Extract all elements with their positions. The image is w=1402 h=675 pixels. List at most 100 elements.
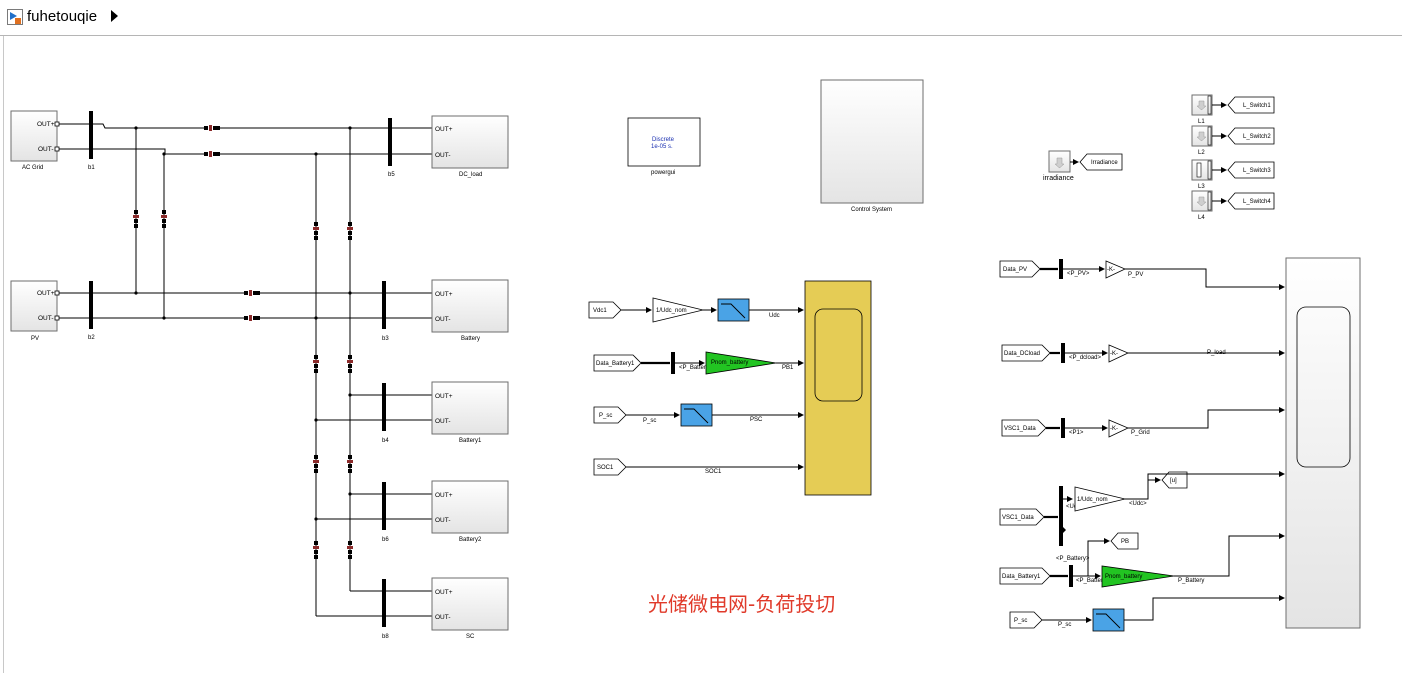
svg-text:Battery1: Battery1 [459,438,482,444]
svg-text:P_Battery: P_Battery [1178,578,1204,584]
svg-text:VSC1_Data: VSC1_Data [1004,426,1036,432]
svg-text:OUT-: OUT- [38,146,54,153]
svg-text:b1: b1 [88,165,95,171]
svg-text:Irradiance: Irradiance [1091,160,1118,166]
model-name[interactable]: fuhetouqie [27,8,98,25]
bus-b3 [382,281,386,329]
junction-dots [134,126,352,521]
svg-text:PV: PV [31,336,39,342]
svg-text:1e-05 s.: 1e-05 s. [651,144,673,150]
svg-text:b3: b3 [382,336,389,342]
sc-block[interactable]: OUT+ OUT- SC [431,577,509,640]
svg-text:1/Udc_nom: 1/Udc_nom [656,308,687,314]
svg-text:P_sc: P_sc [1014,618,1027,624]
battery1-block[interactable]: OUT+ OUT- Battery1 [431,381,509,444]
svg-text:OUT+: OUT+ [435,126,453,133]
svg-text:b8: b8 [382,634,389,640]
battery2-block[interactable]: OUT+ OUT- Battery2 [431,480,509,543]
svg-text:SC: SC [466,634,475,640]
svg-text:b2: b2 [88,335,95,341]
bus-bars[interactable] [89,111,392,627]
switch-l2[interactable]: L2 L_Switch2 [1191,125,1275,156]
irradiance-source[interactable]: irradiance Irradiance [1043,150,1123,182]
svg-text:Data_DCload: Data_DCload [1004,351,1040,357]
svg-text:[u]: [u] [1170,478,1177,484]
bus-b5 [388,118,392,166]
svg-text:1/Udc_nom: 1/Udc_nom [1077,497,1108,503]
svg-text:Vdc1: Vdc1 [593,308,607,314]
middle-signal-chain[interactable]: Vdc1 1/Udc_nom Udc Data_Battery1 <P_Batt… [588,280,872,496]
svg-text:OUT+: OUT+ [435,492,453,499]
breaker-v1 [133,210,139,228]
power-scope-block [804,280,872,496]
breaker-h2 [204,151,220,157]
svg-text:b5: b5 [388,172,395,178]
svg-text:<P_Battery: <P_Battery [1076,578,1106,584]
svg-text:b6: b6 [382,537,389,543]
svg-text:L_Switch4: L_Switch4 [1243,199,1271,205]
svg-text:VSC1_Data: VSC1_Data [1002,515,1034,521]
powergui-block[interactable]: Discrete 1e-05 s. powergui [627,117,701,176]
bus-b6 [382,482,386,530]
svg-text:P_load: P_load [1207,350,1226,356]
svg-text:OUT+: OUT+ [435,393,453,400]
control-system-block[interactable]: Control System [820,79,924,213]
triangle-right-icon[interactable] [111,10,118,22]
switch-l4[interactable]: L4 L_Switch4 [1191,190,1275,221]
model-breadcrumb: fuhetouqie [0,0,1402,36]
svg-text:P_sc: P_sc [1058,622,1071,628]
diagram-caption: 光储微电网-负荷投切 [648,592,836,616]
switch-l3[interactable]: L3 L_Switch3 [1191,159,1275,190]
svg-text:-K-: -K- [1107,267,1115,273]
breaker-v2 [161,210,167,228]
breaker-v10 [347,541,353,559]
svg-text:Control System: Control System [851,207,892,213]
svg-text:irradiance: irradiance [1043,175,1074,182]
svg-text:OUT-: OUT- [435,418,451,425]
dc-load-block[interactable]: OUT+ OUT- DC_load [431,115,509,178]
svg-text:PSC: PSC [750,417,763,423]
bus-b8 [382,579,386,627]
svg-text:Data_Battery1: Data_Battery1 [1002,574,1041,580]
svg-text:<P_dcload>: <P_dcload> [1069,355,1102,361]
svg-text:Discrete: Discrete [652,137,675,143]
battery-block[interactable]: OUT+ OUT- Battery [431,279,509,342]
svg-text:<P1>: <P1> [1069,430,1084,436]
svg-text:Data_PV: Data_PV [1003,267,1027,273]
svg-text:SOC1: SOC1 [597,465,614,471]
svg-text:Battery: Battery [461,336,480,342]
svg-text:L3: L3 [1198,184,1205,190]
svg-text:L_Switch2: L_Switch2 [1243,134,1271,140]
breaker-v6 [347,355,353,373]
svg-text:Data_Battery1: Data_Battery1 [596,361,635,367]
svg-text:PB: PB [1121,539,1129,545]
breaker-v8 [347,455,353,473]
switch-l1[interactable]: L1 L_Switch1 [1191,94,1275,125]
bus-b1 [89,111,93,159]
right-signal-chain[interactable]: Data_PV <P_PV> -K- P_PV Data_DCload <P_d… [999,257,1361,632]
svg-text:Battery2: Battery2 [459,537,482,543]
breaker-h3 [244,290,260,296]
svg-text:P_sc: P_sc [643,418,656,424]
svg-text:P_PV: P_PV [1128,272,1143,278]
svg-text:Pnom_battery: Pnom_battery [711,360,748,366]
svg-text:OUT+: OUT+ [435,291,453,298]
svg-text:-K-: -K- [1110,426,1118,432]
svg-text:L4: L4 [1198,215,1205,221]
ac-grid-block[interactable]: OUT+ OUT- AC Grid [10,110,60,171]
pv-block[interactable]: OUT+ OUT- PV [10,280,60,342]
breaker-v5 [313,355,319,373]
breaker-v7 [313,455,319,473]
canvas[interactable] [3,36,1400,673]
svg-text:DC_load: DC_load [459,172,482,178]
svg-text:PB1: PB1 [782,365,794,371]
bus-b4 [382,383,386,431]
svg-text:OUT-: OUT- [435,517,451,524]
svg-text:P_Grid: P_Grid [1131,430,1150,436]
breaker-symbols [133,125,353,559]
simulink-model-icon[interactable] [7,9,23,25]
svg-text:L_Switch1: L_Switch1 [1243,103,1271,109]
svg-text:OUT+: OUT+ [37,290,55,297]
power-wires [58,123,432,617]
